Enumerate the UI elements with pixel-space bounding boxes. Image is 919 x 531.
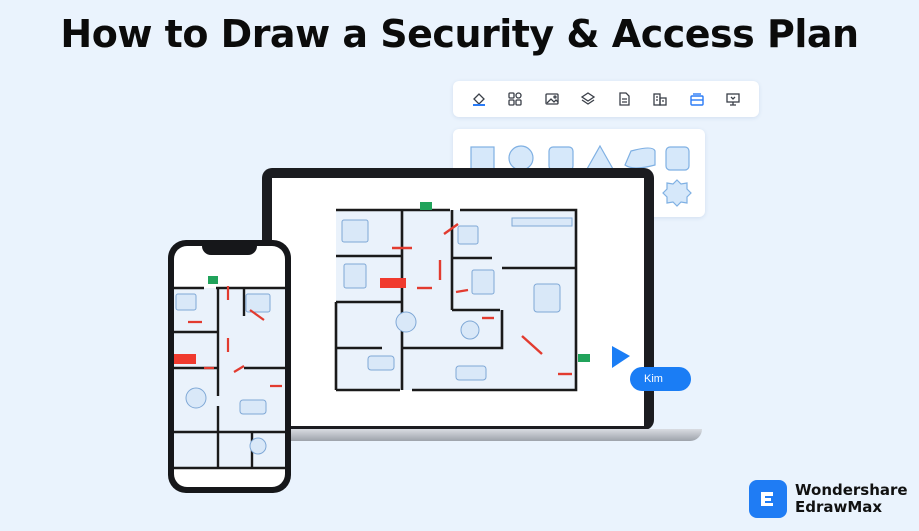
layers-icon[interactable] bbox=[577, 88, 599, 110]
shape-triangle[interactable] bbox=[585, 144, 615, 170]
library-icon[interactable] bbox=[686, 88, 708, 110]
shape-rounded-square[interactable] bbox=[665, 146, 690, 171]
laptop-floor-plan bbox=[272, 178, 644, 426]
edrawmax-logo-icon bbox=[749, 480, 787, 518]
shape-scalloped-circle[interactable] bbox=[662, 179, 692, 207]
symbols-grid-icon[interactable] bbox=[504, 88, 526, 110]
presentation-icon[interactable] bbox=[722, 88, 744, 110]
page-icon[interactable] bbox=[613, 88, 635, 110]
phone-notch bbox=[202, 242, 257, 255]
shape-rounded-rectangle[interactable] bbox=[548, 146, 574, 171]
toolbar bbox=[453, 81, 759, 117]
shape-parallelogram-leaf[interactable] bbox=[624, 147, 656, 169]
paint-bucket-icon[interactable] bbox=[468, 88, 490, 110]
collaborator-cursor-label: Kim bbox=[630, 367, 691, 391]
image-icon[interactable] bbox=[541, 88, 563, 110]
laptop-base bbox=[246, 429, 702, 441]
brand-name-line2: EdrawMax bbox=[795, 498, 883, 516]
shape-rectangle[interactable] bbox=[470, 146, 495, 171]
building-icon[interactable] bbox=[649, 88, 671, 110]
shape-circle[interactable] bbox=[508, 145, 534, 171]
page-title: How to Draw a Security & Access Plan bbox=[60, 12, 859, 56]
brand-name-line1: Wondershare bbox=[795, 481, 908, 499]
brand-logo: Wondershare EdrawMax bbox=[749, 480, 908, 518]
phone-floor-plan bbox=[174, 246, 285, 487]
